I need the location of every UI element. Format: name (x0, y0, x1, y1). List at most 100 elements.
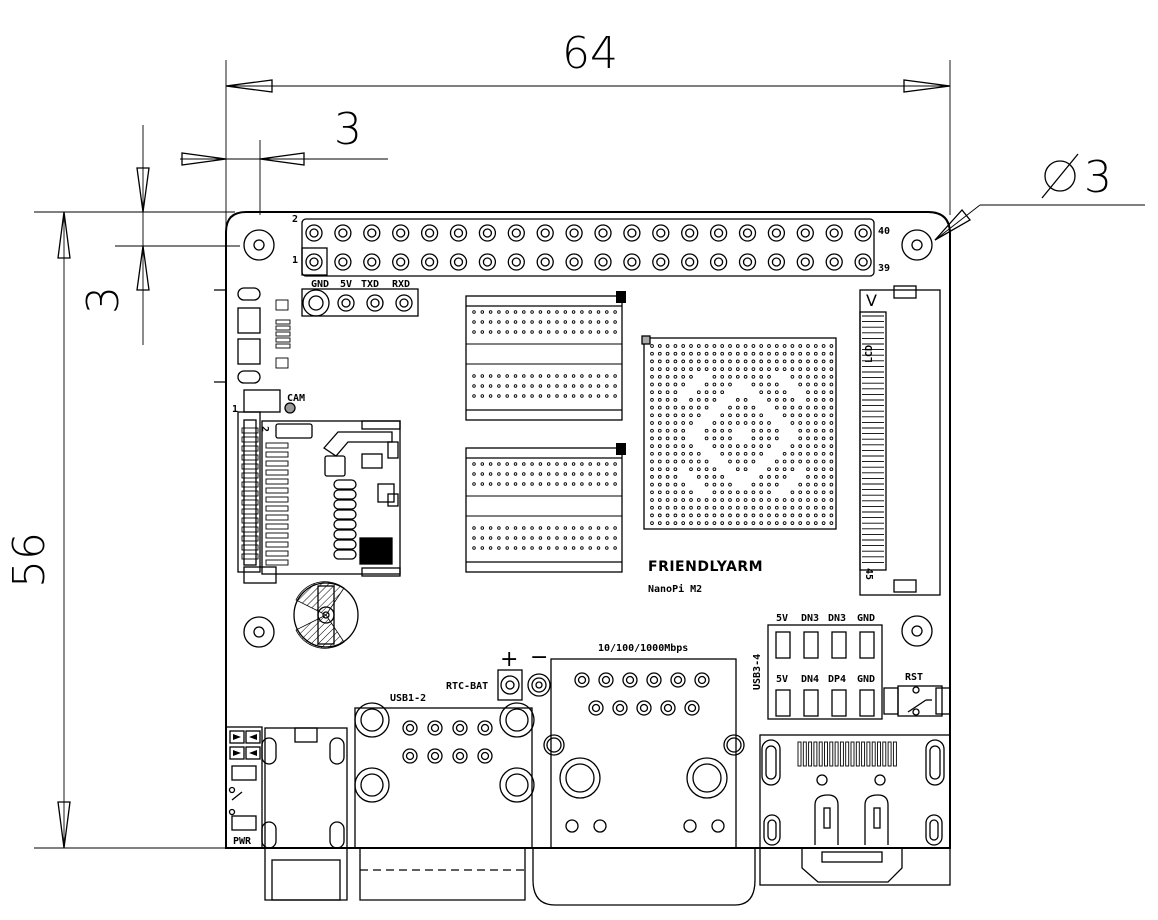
ram-ball (522, 320, 526, 324)
ram-ball (588, 394, 592, 398)
soc-ball (712, 444, 717, 448)
soc-ball (650, 398, 654, 402)
soc-ball (774, 436, 779, 441)
soc-ball (782, 459, 787, 464)
soc-ball (829, 374, 834, 379)
soc-ball (798, 459, 803, 464)
soc-ball (774, 459, 779, 464)
soc-ball (657, 344, 662, 348)
hdmi-connector (759, 734, 951, 886)
soc-ball (681, 405, 686, 410)
soc-ball (821, 521, 826, 525)
soc-ball (681, 444, 686, 448)
soc-ball (712, 367, 717, 371)
gpio-pin-hole (627, 257, 637, 267)
soc-ball (712, 359, 717, 364)
gpio-pin (507, 253, 525, 271)
gpio-pin-hole (829, 257, 839, 267)
soc-ball (665, 382, 670, 387)
soc-ball (759, 374, 764, 379)
gpio-pin (796, 253, 814, 271)
soc-ball (681, 344, 686, 348)
sd-contact (265, 487, 289, 494)
soc-ball (673, 467, 678, 472)
ram-ball (505, 310, 509, 314)
gpio-pin (738, 253, 757, 271)
soc-ball (798, 413, 803, 418)
soc-ball (806, 428, 810, 433)
ram-ball (480, 394, 485, 398)
soc-ball (696, 344, 701, 348)
ram-ball (472, 482, 476, 486)
ram-ball (546, 472, 551, 476)
soc-ball (650, 413, 654, 418)
ram-ball (472, 536, 476, 540)
gpio-pin-hole (367, 257, 377, 267)
ram-ball (555, 320, 559, 324)
soc-ball (821, 467, 826, 472)
ram-ball (505, 462, 509, 466)
ram-ball (497, 384, 501, 388)
debug-uart-header: GND 5V TXD RXD (301, 279, 419, 317)
lcd-pin45-label: 45 (863, 568, 874, 580)
soc-ball (790, 398, 795, 402)
ram-ball (613, 394, 617, 398)
soc-ball (759, 482, 764, 487)
hdmi-pin (818, 741, 823, 767)
soc-ball (704, 505, 709, 510)
soc-ball (657, 505, 662, 510)
soc-ball (829, 359, 834, 364)
ram-ball (538, 374, 543, 378)
soc-ball (743, 398, 748, 402)
soc-ball (712, 513, 717, 518)
ram-ball (588, 526, 592, 530)
ram-ball (522, 472, 526, 476)
ram-ball (555, 330, 559, 334)
soc-ball (650, 482, 654, 487)
gpio-pin-hole (309, 228, 319, 238)
cam-pin (241, 544, 259, 551)
soc-ball (743, 367, 748, 371)
soc-ball (673, 521, 678, 525)
soc-ball (665, 413, 670, 418)
soc-ball (650, 428, 654, 433)
soc-ball (681, 490, 686, 495)
soc-ball (821, 482, 826, 487)
soc-ball (751, 459, 756, 464)
ram-ball (497, 320, 501, 324)
soc-ball (813, 390, 818, 395)
gpio-pin (305, 224, 323, 242)
micro-usb-pin (275, 331, 291, 337)
ram-ball (513, 482, 518, 486)
ram-ball (488, 310, 493, 314)
ram-ball (613, 330, 617, 334)
ram-ball (480, 526, 485, 530)
soc-ball (751, 513, 756, 518)
ram-ball (480, 320, 485, 324)
soc-ball (743, 413, 748, 418)
hdmi-pin (861, 741, 866, 767)
soc-ball (767, 513, 771, 518)
soc-ball (798, 513, 803, 518)
soc-ball (790, 421, 795, 425)
gpio-pin-hole (829, 228, 839, 238)
soc-ball (665, 351, 670, 356)
soc-ball (813, 344, 818, 348)
soc-ball (681, 374, 686, 379)
hdmi-pin (866, 741, 871, 767)
soc-ball (704, 367, 709, 371)
ram-ball (472, 374, 476, 378)
soc-ball (681, 428, 686, 433)
soc-ball (751, 482, 756, 487)
ram-ball (530, 320, 534, 324)
soc-ball (767, 505, 771, 510)
gpio-pin-hole (800, 228, 810, 238)
usb12-pin-hole (430, 751, 440, 761)
soc-ball (712, 428, 717, 433)
soc-ball (813, 351, 818, 356)
gpio-pin (420, 224, 439, 242)
soc-ball (650, 421, 654, 425)
soc-ball (774, 475, 779, 479)
soc-ball (728, 482, 732, 487)
soc-ball (696, 505, 701, 510)
